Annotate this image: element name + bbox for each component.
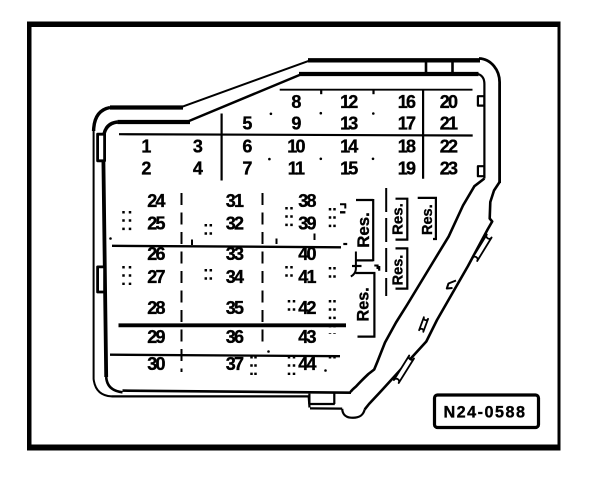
svg-text:10: 10: [287, 137, 305, 157]
svg-text:26: 26: [147, 244, 165, 264]
svg-text:25: 25: [147, 213, 165, 233]
svg-text:14: 14: [340, 137, 358, 157]
svg-text:16: 16: [398, 92, 416, 112]
svg-text:44: 44: [298, 354, 316, 374]
svg-text:4: 4: [193, 159, 203, 179]
svg-text:13: 13: [340, 114, 358, 134]
svg-text:42: 42: [298, 298, 316, 318]
svg-text:40: 40: [298, 244, 316, 264]
svg-text:28: 28: [147, 298, 165, 318]
svg-text:7: 7: [242, 159, 252, 179]
svg-text:31: 31: [226, 191, 244, 211]
svg-text:11: 11: [288, 159, 305, 179]
svg-text:36: 36: [226, 327, 244, 347]
svg-text:21: 21: [440, 114, 458, 134]
svg-text:12: 12: [340, 92, 358, 112]
svg-text:43: 43: [298, 327, 316, 347]
svg-text:Res.: Res.: [390, 203, 407, 235]
svg-text:32: 32: [226, 213, 244, 233]
svg-text:29: 29: [147, 327, 165, 347]
svg-text:35: 35: [226, 298, 244, 318]
svg-text:17: 17: [398, 114, 416, 134]
svg-text:1: 1: [141, 137, 151, 157]
svg-text:30: 30: [147, 354, 165, 374]
svg-text:20: 20: [440, 92, 458, 112]
svg-text:6: 6: [242, 137, 252, 157]
svg-text:18: 18: [398, 137, 416, 157]
svg-text:N24-0588: N24-0588: [443, 403, 526, 421]
svg-text:19: 19: [398, 159, 416, 179]
svg-text:39: 39: [298, 213, 316, 233]
svg-text:41: 41: [298, 267, 316, 287]
svg-text:27: 27: [147, 267, 165, 287]
svg-text:Res.: Res.: [390, 255, 406, 286]
svg-text:8: 8: [291, 92, 301, 112]
svg-text:5: 5: [242, 114, 252, 134]
svg-text:Res.: Res.: [354, 212, 373, 247]
svg-text:37: 37: [226, 354, 244, 374]
svg-text:Res.: Res.: [420, 204, 436, 235]
svg-text:38: 38: [298, 191, 316, 211]
svg-text:15: 15: [340, 159, 358, 179]
svg-text:22: 22: [440, 137, 458, 157]
svg-text:24: 24: [147, 191, 165, 211]
svg-text:9: 9: [291, 114, 301, 134]
svg-text:Res.: Res.: [355, 287, 373, 321]
svg-text:33: 33: [226, 244, 244, 264]
svg-text:34: 34: [226, 267, 244, 287]
svg-text:3: 3: [193, 137, 203, 157]
svg-text:2: 2: [141, 159, 151, 179]
svg-text:23: 23: [440, 159, 458, 179]
